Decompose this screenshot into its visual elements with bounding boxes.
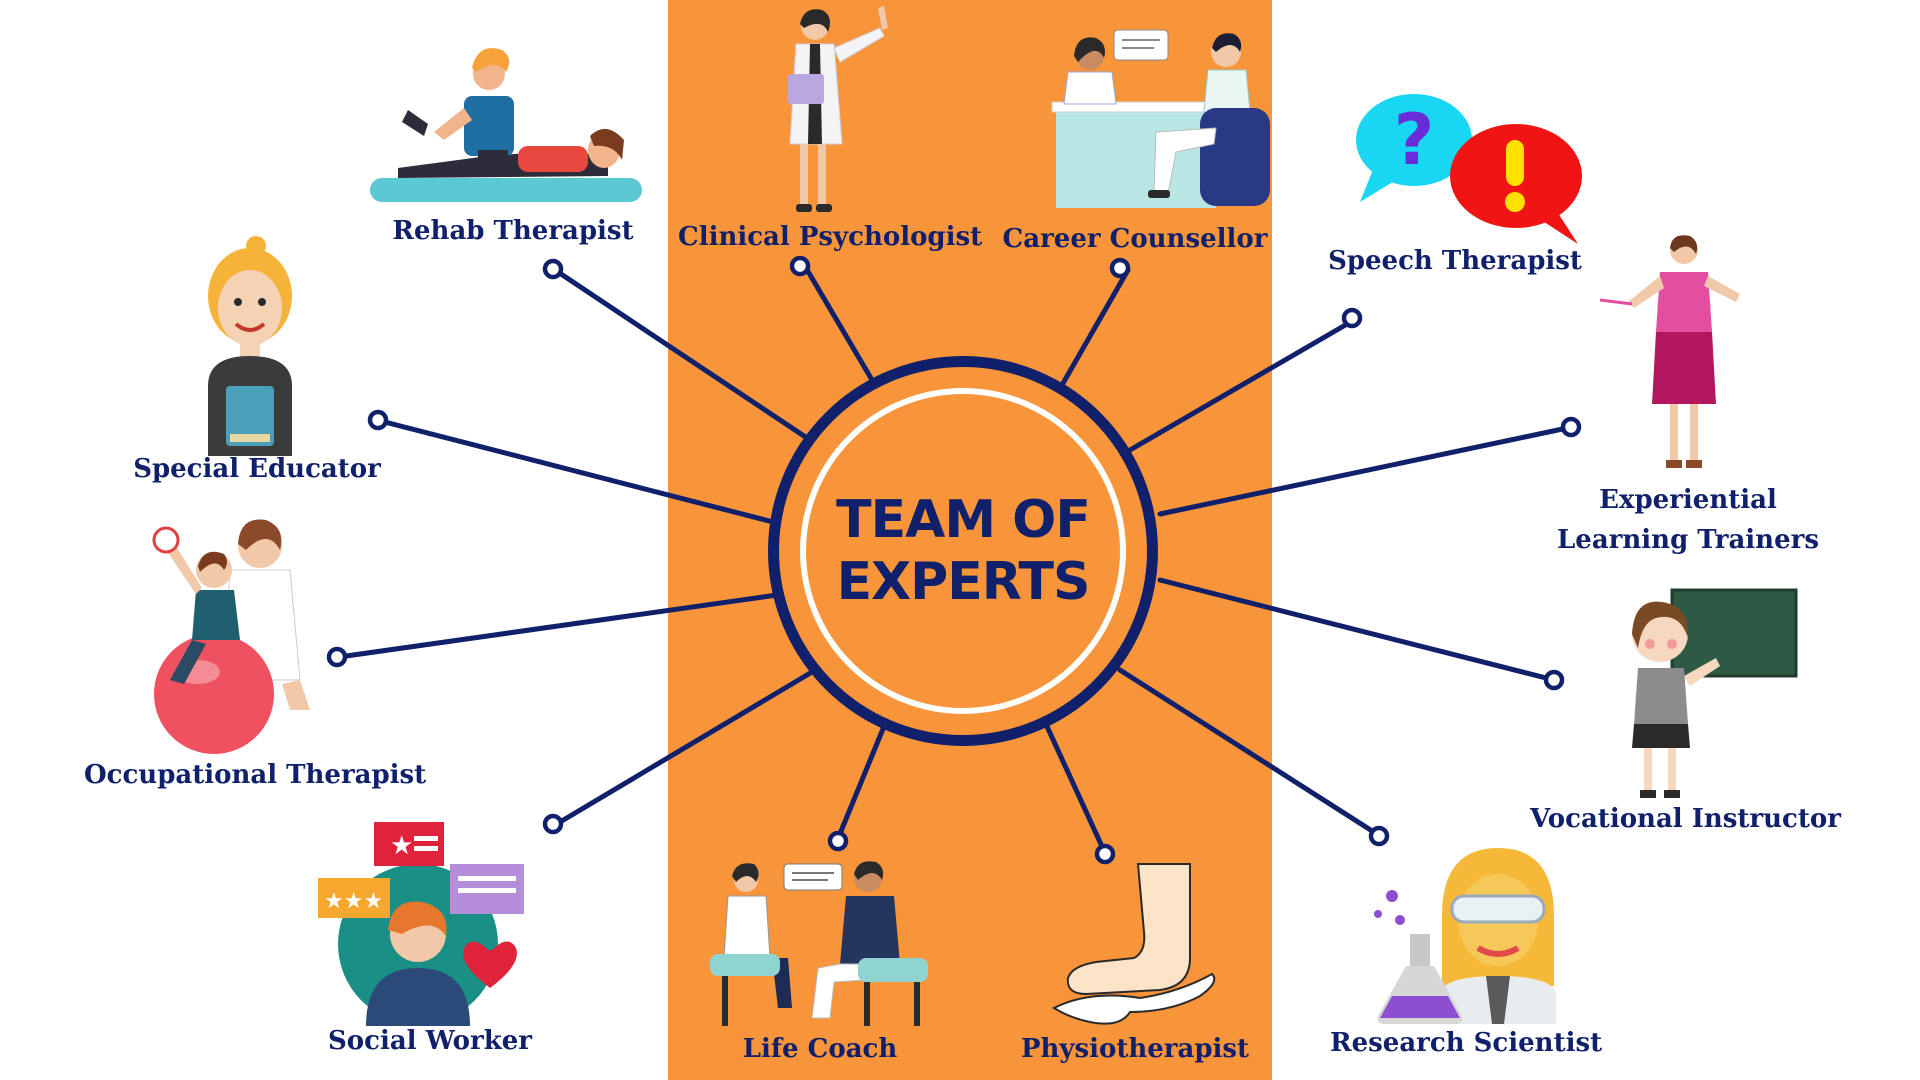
label-occupational-therapist: Occupational Therapist xyxy=(84,760,427,790)
svg-text:★: ★ xyxy=(390,831,413,861)
connector-occupational-therapist xyxy=(336,592,780,660)
connector-clinical-psychologist xyxy=(803,265,878,388)
hub-inner-ring: TEAM OF EXPERTS xyxy=(800,388,1126,714)
scientist-flask-icon xyxy=(1374,848,1556,1024)
node-dot-career-counsellor xyxy=(1109,257,1131,279)
connector-social-worker xyxy=(552,669,815,828)
label-special-educator: Special Educator xyxy=(133,454,381,484)
label-research-scientist: Research Scientist xyxy=(1330,1028,1603,1058)
speech-bubbles-icon: ? xyxy=(1356,94,1582,244)
connector-rehab-therapist xyxy=(555,269,813,443)
node-dot-social-worker xyxy=(542,813,564,835)
teacher-blackboard-icon xyxy=(1632,588,1798,798)
label-career-counsellor: Career Counsellor xyxy=(1002,224,1268,254)
svg-text:★★★: ★★★ xyxy=(324,889,383,914)
node-dot-vocational-instructor xyxy=(1543,669,1565,691)
foot-and-hand-icon xyxy=(1051,863,1216,1025)
connector-life-coach xyxy=(834,721,888,844)
label-clinical-psychologist: Clinical Psychologist xyxy=(678,222,983,252)
connector-speech-therapist xyxy=(1127,317,1357,453)
label-social-worker: Social Worker xyxy=(328,1026,532,1056)
node-dot-special-educator xyxy=(367,409,389,431)
clinical-psychologist-icon xyxy=(788,6,888,212)
node-dot-rehab-therapist xyxy=(542,258,564,280)
special-educator-icon xyxy=(208,236,292,456)
label-life-coach: Life Coach xyxy=(742,1034,898,1064)
hub-circle: TEAM OF EXPERTS xyxy=(768,356,1158,746)
node-dot-research-scientist xyxy=(1368,825,1390,847)
social-worker-icon: ★ ★★★ xyxy=(318,822,524,1026)
label-speech-therapist: Speech Therapist xyxy=(1328,246,1582,276)
label-vocational-instructor: Vocational Instructor xyxy=(1530,804,1841,834)
connector-experiential-learning xyxy=(1157,424,1575,517)
hub-title: TEAM OF EXPERTS xyxy=(836,490,1091,612)
svg-text:?: ? xyxy=(1394,99,1435,181)
node-dot-clinical-psychologist xyxy=(789,255,811,277)
label-rehab-therapist: Rehab Therapist xyxy=(392,216,634,246)
connector-vocational-instructor xyxy=(1157,577,1557,683)
rehab-therapist-icon xyxy=(370,48,642,202)
therapy-ball-icon xyxy=(152,519,310,754)
trainer-with-pointer-icon xyxy=(1600,235,1740,468)
life-coach-icon xyxy=(710,861,928,1026)
connector-physiotherapist xyxy=(1042,719,1108,856)
node-dot-speech-therapist xyxy=(1341,307,1363,329)
node-dot-physiotherapist xyxy=(1094,843,1116,865)
career-counsellor-icon xyxy=(1051,29,1270,208)
node-dot-experiential-learning xyxy=(1560,416,1582,438)
label-physiotherapist: Physiotherapist xyxy=(1020,1034,1250,1064)
node-dot-life-coach xyxy=(827,830,849,852)
node-dot-occupational-therapist xyxy=(326,646,348,668)
connector-career-counsellor xyxy=(1059,267,1131,388)
connector-special-educator xyxy=(378,418,780,526)
connector-research-scientist xyxy=(1117,667,1383,839)
label-experiential-learning-trainers: Experiential Learning Trainers xyxy=(1557,485,1819,555)
